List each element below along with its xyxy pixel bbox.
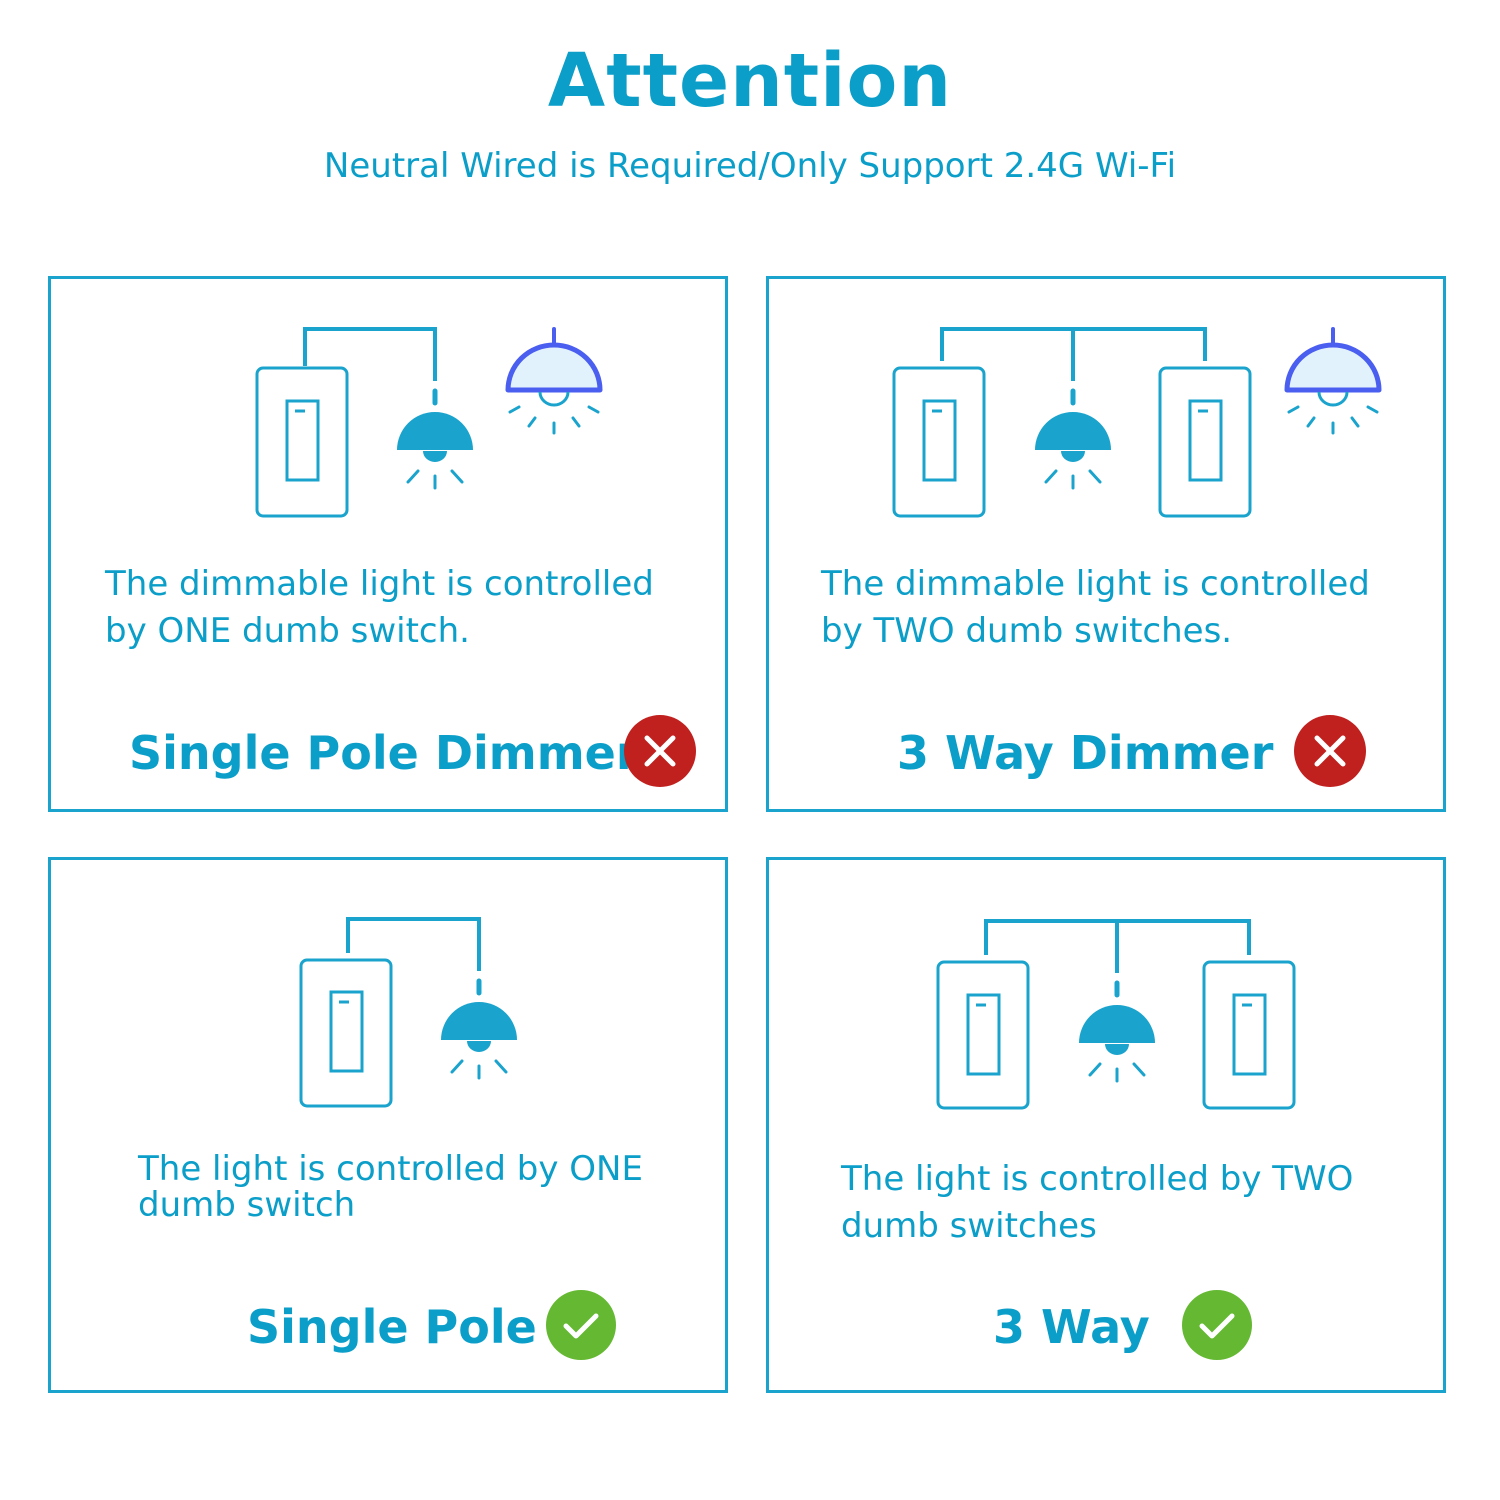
wiring-diagram: [255, 327, 603, 518]
check-icon: [546, 1290, 616, 1360]
description-line: The dimmable light is controlled: [105, 564, 654, 604]
wire: [303, 327, 437, 381]
description-line: The dimmable light is controlled: [821, 564, 1370, 604]
panel-3-way-dimmer: The dimmable light is controlled by TWO …: [766, 276, 1446, 812]
ceiling-lamp-icon: [1079, 980, 1155, 1083]
wall-switch-icon: [936, 960, 1030, 1110]
panel-description: The light is controlled by TWO dumb swit…: [841, 1156, 1353, 1250]
ceiling-lamp-icon: [441, 978, 517, 1080]
wall-switch-icon: [299, 958, 393, 1108]
switch-type-label: 3 Way Dimmer: [897, 726, 1274, 780]
panel-single-pole-dimmer: The dimmable light is controlled by ONE …: [48, 276, 728, 812]
cross-icon: [1294, 715, 1366, 787]
description-line: dumb switches: [841, 1206, 1097, 1246]
panel-description: The light is controlled by ONE dumb swit…: [138, 1151, 643, 1223]
switch-type-label: Single Pole: [247, 1300, 537, 1354]
cross-icon: [624, 715, 696, 787]
check-icon: [1182, 1290, 1252, 1360]
description-line: The light is controlled by ONE: [138, 1149, 643, 1189]
wiring-diagram: [299, 917, 517, 1108]
wire: [346, 917, 481, 971]
switch-type-label: 3 Way: [993, 1300, 1150, 1354]
panel-description: The dimmable light is controlled by TWO …: [821, 561, 1370, 655]
wiring-diagram: [892, 327, 1382, 518]
description-line: by ONE dumb switch.: [105, 611, 470, 651]
description-line: by TWO dumb switches.: [821, 611, 1233, 651]
ceiling-lamp-icon: [397, 388, 473, 490]
dimmable-lamp-icon: [1284, 327, 1382, 435]
panel-description: The dimmable light is controlled by ONE …: [105, 561, 654, 655]
dimmable-lamp-icon: [505, 327, 603, 435]
page-subtitle: Neutral Wired is Required/Only Support 2…: [323, 146, 1177, 186]
page-title: Attention: [547, 38, 953, 124]
switch-type-label: Single Pole Dimmer: [129, 726, 639, 780]
wall-switch-icon: [1202, 960, 1296, 1110]
panel-single-pole: The light is controlled by ONE dumb swit…: [48, 857, 728, 1393]
description-line: The light is controlled by TWO: [841, 1159, 1354, 1199]
ceiling-lamp-icon: [1035, 388, 1111, 490]
panel-3-way: The light is controlled by TWO dumb swit…: [766, 857, 1446, 1393]
wall-switch-icon: [255, 366, 349, 518]
wall-switch-icon: [1158, 366, 1252, 518]
description-line: dumb switch: [138, 1185, 356, 1225]
wire: [940, 327, 1207, 381]
wiring-diagram: [936, 919, 1296, 1110]
wall-switch-icon: [892, 366, 986, 518]
wire: [984, 919, 1251, 973]
